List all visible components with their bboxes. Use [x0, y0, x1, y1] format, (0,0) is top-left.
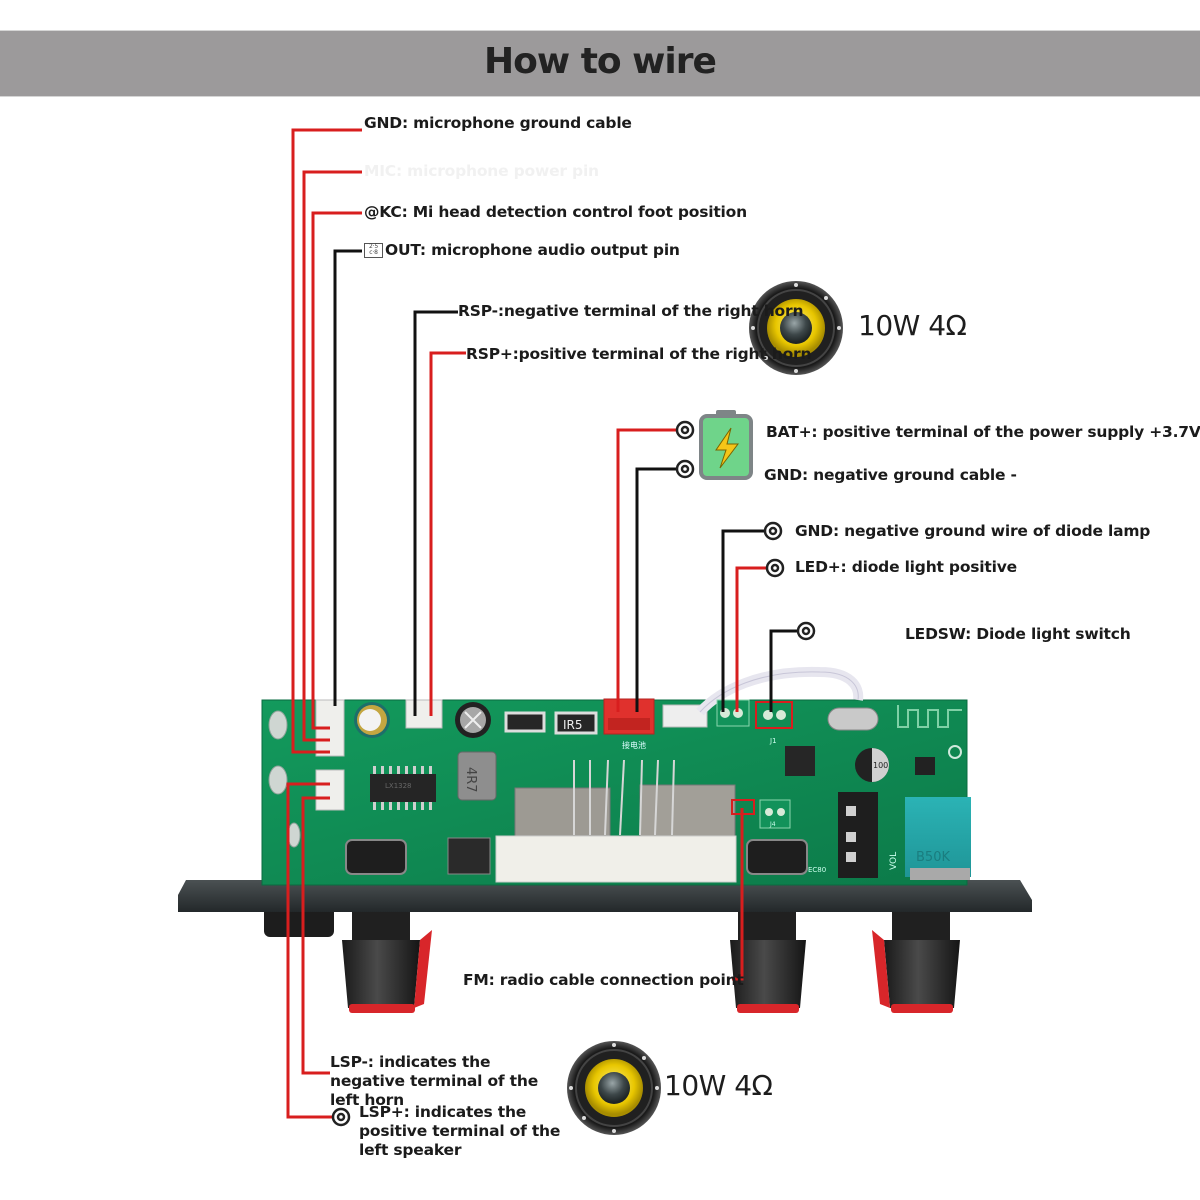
left-speaker-connector: [315, 769, 345, 811]
label-mic-gnd: GND: microphone ground cable: [364, 114, 632, 132]
page-title: How to wire: [484, 41, 717, 82]
svg-text:J1: J1: [769, 737, 777, 745]
terminal-icon: [796, 621, 816, 641]
wire-bat-gnd: [635, 467, 677, 712]
terminal-icon: [763, 521, 783, 541]
terminal-icon: [331, 1107, 351, 1127]
label-led-sw: LEDSW: Diode light switch: [905, 625, 1131, 643]
resistor-marking: IR5: [563, 718, 583, 732]
bluetooth-chip: [785, 746, 815, 776]
svg-text:4R7: 4R7: [463, 767, 478, 793]
mounting-panel: [178, 880, 1032, 912]
knob-left[interactable]: [342, 912, 432, 1013]
svg-text:VOL: VOL: [889, 852, 899, 870]
label-rsp-pos: RSP+:positive terminal of the right horn: [466, 345, 812, 363]
ledsw-highlight: [755, 701, 793, 729]
label-led-gnd: GND: negative ground wire of diode lamp: [795, 522, 1151, 540]
svg-text:B50K: B50K: [916, 850, 950, 865]
left-speaker-rating: 10W 4Ω: [664, 1069, 773, 1102]
label-rsp-neg: RSP-:negative terminal of the right horn: [458, 302, 804, 320]
tact-switch-right: [746, 839, 808, 875]
usb-port: [514, 787, 611, 841]
terminal-rings: [331, 420, 816, 1127]
label-bat-pos: BAT+: positive terminal of the power sup…: [766, 423, 1200, 441]
wire-lsp-pos: [286, 782, 332, 1119]
label-bat-gnd: GND: negative ground cable -: [764, 466, 1017, 484]
right-speaker-rating: 10W 4Ω: [858, 309, 967, 342]
title-banner: How to wire: [0, 30, 1200, 97]
knob-middle[interactable]: [730, 912, 806, 1013]
wire-led-pos: [735, 566, 767, 712]
label-fm: FM: radio cable connection point: [463, 971, 744, 989]
volume-potentiometer: [905, 797, 971, 877]
terminal-icon: [675, 459, 695, 479]
tact-switch-left: [345, 839, 407, 875]
wire-bat-pos: [616, 428, 677, 712]
wire-mic-kc: [311, 211, 362, 730]
label-mic-kc: @KC: Mi head detection control foot posi…: [364, 203, 747, 221]
wire-mic-power: [302, 170, 362, 742]
wire-rsp-pos: [429, 351, 466, 716]
wire-fm: [732, 808, 744, 981]
wire-lsp-neg: [301, 796, 330, 1075]
wire-led-gnd: [721, 529, 765, 712]
wire-led-sw: [769, 629, 798, 712]
svg-text:100: 100: [873, 761, 888, 770]
speaker-icon-left: [567, 1041, 661, 1135]
display-window: [495, 835, 737, 883]
wire-mic-out: [333, 249, 362, 706]
svg-text:J4: J4: [769, 821, 776, 828]
label-lsp-pos: LSP+: indicates the positive terminal of…: [359, 1103, 561, 1159]
terminal-icon: [765, 558, 785, 578]
svg-text:接电池: 接电池: [622, 740, 646, 750]
label-mic-power: MIC: microphone power pin: [364, 162, 599, 180]
knob-right[interactable]: [872, 912, 960, 1013]
terminal-icon: [675, 420, 695, 440]
aux-jack: [838, 792, 878, 878]
svg-text:EC80: EC80: [808, 866, 826, 874]
right-speaker-connector: [405, 699, 443, 729]
battery-icon: [699, 410, 753, 480]
wire-rsp-neg: [413, 310, 458, 716]
svg-text:LX1328: LX1328: [385, 782, 412, 790]
speaker-icon-right: [749, 281, 843, 375]
amplifier-chip: [370, 774, 436, 802]
wires: [286, 128, 798, 1119]
wire-mic-gnd: [291, 128, 362, 754]
amplifier-board: IR5 接电池 J1 4R7 LX1328: [178, 666, 1032, 1013]
label-led-pos: LED+: diode light positive: [795, 558, 1017, 576]
label-lsp-neg: LSP-: indicates the negative terminal of…: [330, 1053, 539, 1109]
